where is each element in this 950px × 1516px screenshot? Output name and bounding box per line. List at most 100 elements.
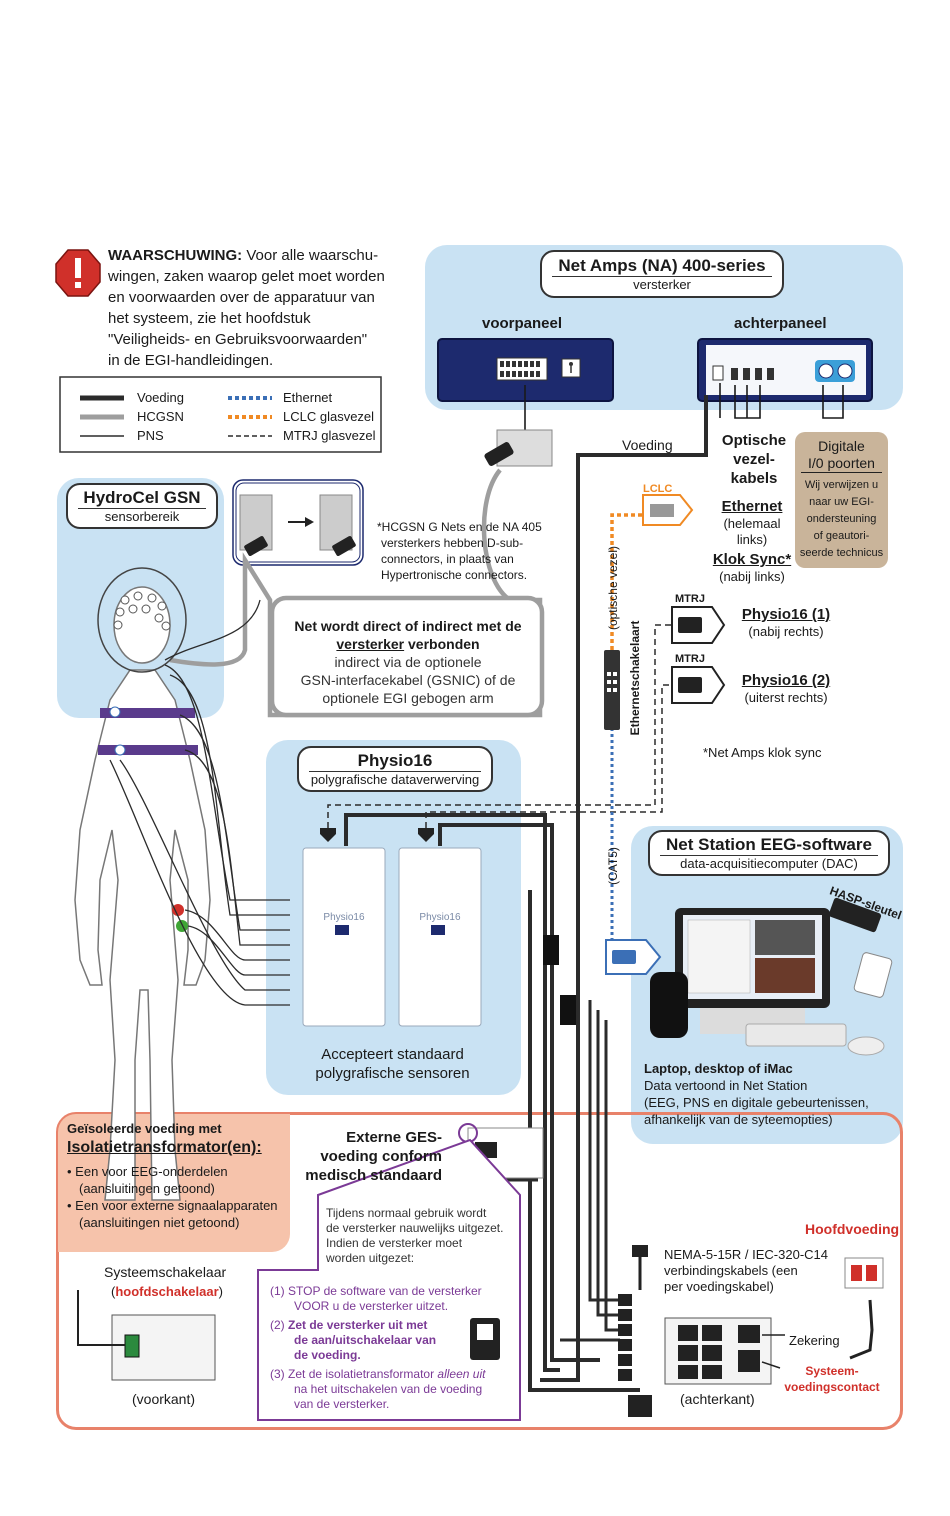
isolated-b2b: (aansluitingen niet getoond): [79, 1215, 240, 1230]
isolated-power-text: Geïsoleerde voeding met Isolatietransfor…: [67, 1120, 292, 1231]
step2-a: Zet de versterker uit met: [288, 1318, 428, 1332]
physio1-port-note: (nabij rechts): [748, 624, 824, 639]
physio-caption: Accepteert standaard polygrafische senso…: [280, 1045, 505, 1083]
warning-line5: "Veiligheids- en Gebruiksvoorwaarden": [108, 331, 368, 348]
physio-subtitle: polygrafische dataverwerving: [309, 771, 481, 787]
clock-sync-label: Klok Sync*: [712, 551, 792, 568]
step3-a2: alleen uit: [437, 1367, 486, 1381]
procedure-p3: Indien de versterker moet: [326, 1236, 463, 1250]
power-region: [56, 1112, 903, 1430]
sys-power2: voedingscontact: [784, 1380, 880, 1394]
physio2-port-note: (uiterst rechts): [744, 690, 828, 705]
wall-outlet: [844, 1257, 884, 1289]
isolated-b1b: (aansluitingen getoond): [79, 1181, 215, 1196]
digital-title1: Digitale: [818, 438, 865, 454]
net-amps-title-box: Net Amps (NA) 400-series versterker: [540, 250, 784, 298]
step3-a: Zet de isolatietransformator: [288, 1367, 435, 1381]
physio-device-1: [302, 847, 386, 1027]
back-label: (achterkant): [680, 1391, 755, 1407]
keyboard: [745, 1023, 847, 1047]
mac-pro: [650, 972, 688, 1038]
warning-text: WAARSCHUWING: Voor alle waarschu- wingen…: [108, 245, 418, 371]
net-connect-bold2: versterker: [336, 636, 405, 652]
human-figure: [74, 586, 211, 1201]
clock-sync-note: (nabij links): [719, 569, 785, 584]
net-connect-bold3: verbonden: [404, 636, 480, 652]
isolated-l2: Isolatietransformator(en):: [67, 1139, 262, 1156]
step1-num: (1): [270, 1284, 285, 1298]
step2-b: de aan/uitschakelaar van: [294, 1333, 437, 1347]
ges-l3: medisch standaard: [305, 1167, 442, 1184]
digital-io-text: Digitale I/0 poorten Wij verwijzen u naa…: [795, 438, 888, 562]
hcgsn-note4: Hypertronische connectors.: [381, 568, 528, 582]
main-switch-text: hoofdschakelaar: [115, 1284, 219, 1299]
nema-l1: NEMA-5-15R / IEC-320-C14: [664, 1247, 828, 1262]
netstation-description: Laptop, desktop of iMac Data vertoond in…: [644, 1060, 904, 1128]
ethernet-port-title: Ethernet: [721, 498, 783, 515]
warning-line3: en voorwaarden over de apparatuur van: [108, 289, 375, 306]
procedure-p4: worden uitgezet:: [326, 1251, 415, 1265]
step1-b: VOOR u de versterker uitzet.: [294, 1299, 449, 1313]
step3-b: na het uitschakelen van de voeding: [294, 1382, 483, 1396]
optical-line1: Optische: [721, 432, 787, 449]
physio1-port-label: Physio16 (1) (nabij rechts): [738, 605, 834, 640]
fuse-label: Zekering: [789, 1333, 840, 1348]
optical-fiber-label: (optische vezel): [606, 545, 620, 631]
isolated-b2a: Een voor externe signaalapparaten: [75, 1198, 278, 1213]
ges-l2: voeding conform: [320, 1148, 442, 1165]
nema-l3: per voedingskabel): [664, 1279, 774, 1294]
ethernet-port-label: Ethernet (helemaal links) Klok Sync* (na…: [706, 497, 798, 585]
warning-bold: WAARSCHUWING:: [108, 247, 243, 264]
legend-hcgsn: HCGSN: [137, 409, 184, 424]
net-connect-l2: indirect via de optionele: [334, 654, 482, 670]
physio-caption1: Accepteert standaard: [321, 1046, 464, 1063]
hydrocel-title-box: HydroCel GSN sensorbereik: [66, 483, 218, 529]
netstation-subtitle: data-acquisitiecomputer (DAC): [660, 855, 878, 872]
physio-device-name-2: Physio16: [419, 912, 461, 923]
mouse: [847, 1036, 885, 1056]
ethernet-note2: links): [736, 532, 768, 547]
legend-lclc: LCLC glasvezel: [283, 409, 375, 424]
netstation-l3: (EEG, PNS en digitale gebeurtenissen,: [644, 1095, 869, 1110]
physio-title: Physio16: [357, 751, 433, 770]
hcgsn-note1: *HCGSN G Nets en de NA 405: [377, 520, 542, 534]
digital-body4: of geautori-: [813, 530, 870, 542]
procedure-steps: (1) STOP de software van de versterker V…: [270, 1284, 518, 1412]
front-label: (voorkant): [132, 1391, 196, 1407]
nema-l2: verbindingskabels (een: [664, 1263, 798, 1278]
system-power-label: Systeem- voedingscontact: [782, 1363, 882, 1395]
digital-title2: I/0 poorten: [801, 455, 882, 473]
hcgsn-note: *HCGSN G Nets en de NA 405 versterkers h…: [377, 519, 542, 583]
step2-num: (2): [270, 1318, 285, 1332]
warning-line6: in de EGI-handleidingen.: [108, 352, 274, 369]
optical-line3: kabels: [730, 470, 778, 487]
computer-label: Laptop, desktop of iMac: [644, 1061, 793, 1076]
physio-device-2: [398, 847, 482, 1027]
hydrocel-title: HydroCel GSN: [83, 488, 201, 507]
ges-l1: Externe GES-: [346, 1129, 442, 1146]
netstation-l2: Data vertoond in Net Station: [644, 1078, 808, 1093]
physio2-port-title: Physio16 (2): [741, 672, 831, 689]
system-switch-label: Systeemschakelaar: [104, 1264, 227, 1280]
digital-io-box: [795, 432, 888, 568]
step1-a: STOP de software van de versterker: [288, 1284, 482, 1298]
legend-pns: PNS: [137, 428, 164, 443]
physio-caption2: polygrafische sensoren: [315, 1065, 470, 1082]
hydrocel-subtitle: sensorbereik: [78, 508, 206, 525]
physio1-port-title: Physio16 (1): [741, 606, 831, 623]
netstation-title: Net Station EEG-software: [666, 835, 872, 854]
step2-c: de voeding.: [294, 1348, 361, 1362]
front-panel-label: voorpaneel: [482, 315, 563, 332]
procedure-p2: de versterker nauwelijks uitgezet.: [326, 1221, 504, 1235]
procedure-p1: Tijdens normaal gebruik wordt: [326, 1206, 487, 1220]
mtrj-label-2: MTRJ: [675, 653, 705, 665]
sys-power1: Systeem-: [805, 1364, 859, 1378]
isolated-b1a: Een voor EEG-onderdelen: [75, 1164, 228, 1179]
net-connect-l3: GSN-interfacekabel (GSNIC) of de: [300, 672, 516, 688]
ges-label: Externe GES- voeding conform medisch sta…: [296, 1128, 442, 1185]
legend-voeding: Voeding: [137, 390, 184, 405]
procedure-intro: Tijdens normaal gebruik wordt de verster…: [326, 1206, 516, 1266]
net-connect-l4: optionele EGI gebogen arm: [322, 690, 494, 706]
warning-line2: wingen, zaken waarop gelet moet worden: [108, 268, 385, 285]
